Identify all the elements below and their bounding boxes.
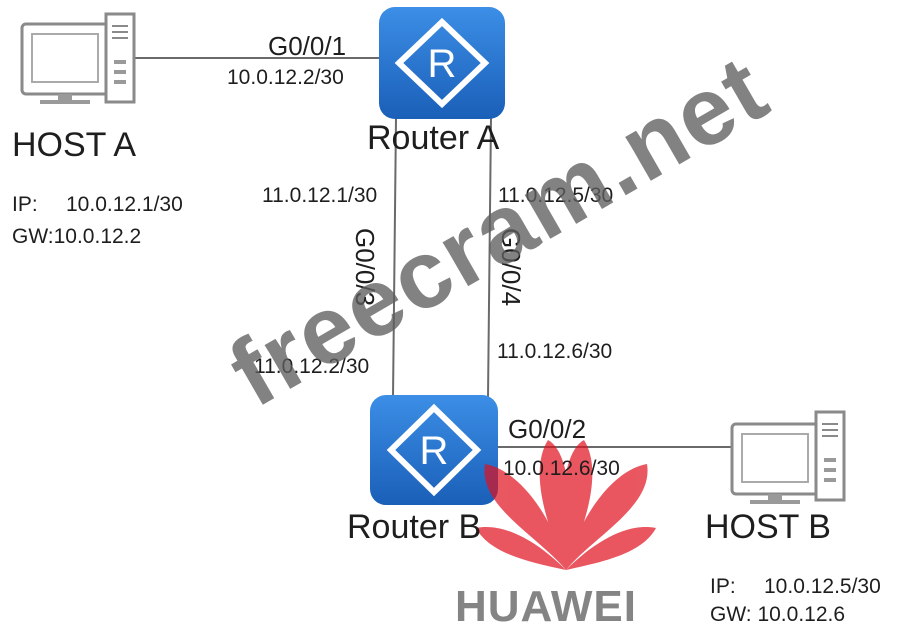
routerB-name: Router B <box>347 508 482 546</box>
hostB-computer-icon <box>730 410 846 504</box>
hostA-ip: 10.0.12.1/30 <box>66 193 183 216</box>
hostB-ip: 10.0.12.5/30 <box>764 575 881 598</box>
routerA-name: Router A <box>367 119 500 157</box>
right-link-ip-bottom: 11.0.12.6/30 <box>497 340 613 363</box>
hostA-ip-label: IP: <box>12 193 38 216</box>
left-link-ip-bottom: 11.0.12.2/30 <box>254 355 370 378</box>
hostB-link-interface: G0/0/2 <box>508 414 587 444</box>
hostA-gateway: GW:10.0.12.2 <box>12 225 142 248</box>
hostB-ip-label: IP: <box>710 575 736 598</box>
hostB-name: HOST B <box>705 508 831 546</box>
routerA-icon: R <box>379 7 505 119</box>
hostB-gateway: GW: 10.0.12.6 <box>710 603 846 626</box>
hostA-link-interface: G0/0/1 <box>268 31 347 61</box>
hostA-name: HOST A <box>12 126 137 164</box>
right-link-ip-top: 11.0.12.5/30 <box>498 184 614 207</box>
left-link-ip-top: 11.0.12.1/30 <box>262 184 378 207</box>
hostA-link-ip: 10.0.12.2/30 <box>227 66 344 89</box>
link-routerA-routerB-right <box>487 117 492 399</box>
link-routerA-routerB-left <box>392 117 397 399</box>
hostA-computer-icon <box>20 12 136 104</box>
hostB-link-ip: 10.0.12.6/30 <box>503 457 620 480</box>
routerA-glyph: R <box>428 42 457 86</box>
routerB-icon: R <box>370 395 498 505</box>
routerB-glyph: R <box>420 429 449 473</box>
huawei-logo-icon <box>476 440 656 570</box>
huawei-logo-text: HUAWEI <box>455 582 637 631</box>
